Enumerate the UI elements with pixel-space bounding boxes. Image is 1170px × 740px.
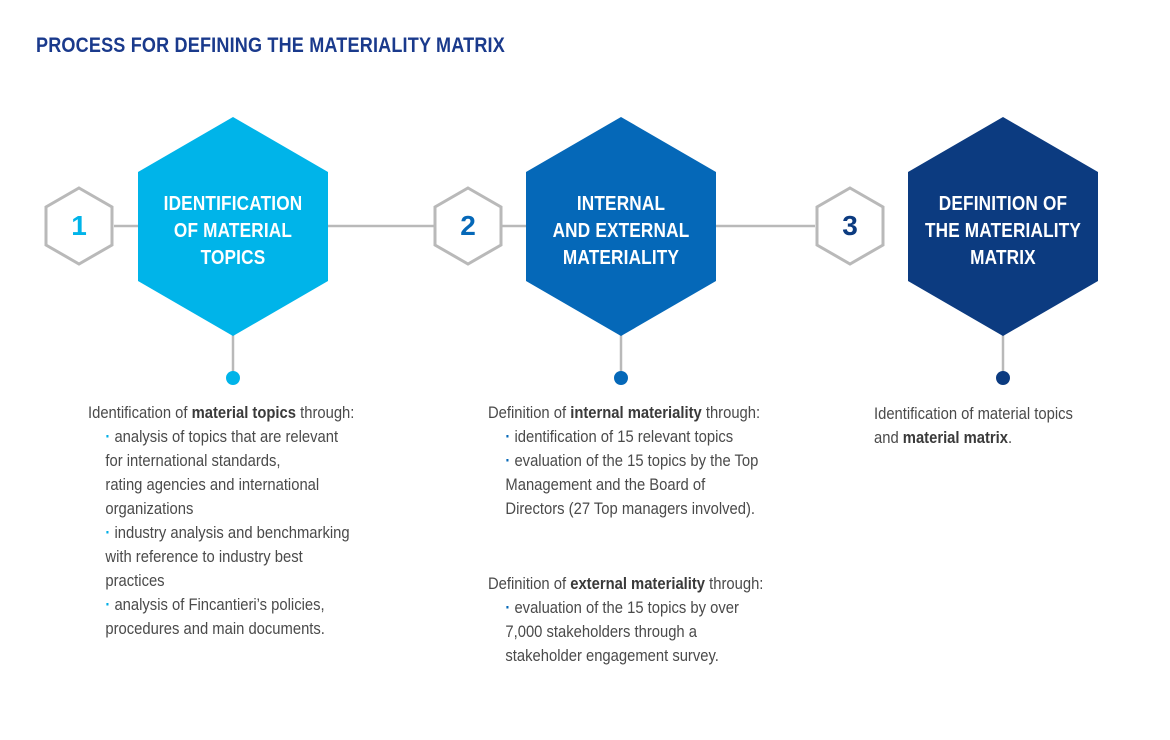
step-2-hexagon bbox=[526, 117, 716, 336]
step-2-internal-description: Definition of internal materiality throu… bbox=[488, 401, 808, 521]
step-2-external-bullet-list: · evaluation of the 15 topics by over 7,… bbox=[488, 596, 766, 668]
bullet-icon: · bbox=[105, 523, 111, 542]
list-item: · evaluation of the 15 topics by the Top… bbox=[505, 451, 759, 518]
step-1-label-line: OF MATERIAL bbox=[173, 220, 293, 242]
list-item: · identification of 15 relevant topics bbox=[505, 427, 734, 446]
step-1-bullet-list: · analysis of topics that are relevant f… bbox=[88, 425, 366, 641]
step-2-external-description: Definition of external materiality throu… bbox=[488, 572, 808, 668]
step-1-label-line: TOPICS bbox=[200, 247, 266, 269]
step-3-label-line: MATRIX bbox=[970, 247, 1036, 269]
bullet-icon: · bbox=[105, 595, 111, 614]
step-1-label-line: IDENTIFICATION bbox=[163, 193, 303, 215]
step-3-description: Identification of material topics and ma… bbox=[874, 402, 1164, 450]
step-2-internal-lead: Definition of internal materiality throu… bbox=[488, 403, 761, 422]
step-1-hexagon bbox=[138, 117, 328, 336]
step-3-hexagon bbox=[908, 117, 1098, 336]
bullet-icon: · bbox=[505, 427, 511, 446]
step-3-number-hexagon bbox=[815, 186, 885, 266]
step-1-lead: Identification of material topics throug… bbox=[88, 403, 355, 422]
step-3-line-1: Identification of material topics bbox=[874, 404, 1073, 423]
step-1-label: IDENTIFICATION OF MATERIAL TOPICS bbox=[138, 191, 328, 272]
list-item: · industry analysis and benchmarking wit… bbox=[105, 523, 350, 590]
step-3-label: DEFINITION OF THE MATERIALITY MATRIX bbox=[908, 191, 1098, 272]
step-3-dot bbox=[996, 371, 1010, 385]
list-item: · analysis of topics that are relevant f… bbox=[105, 427, 339, 518]
bullet-icon: · bbox=[505, 598, 511, 617]
step-1-number: 1 bbox=[71, 210, 87, 241]
step-1-description: Identification of material topics throug… bbox=[88, 401, 408, 641]
step-1-number-hexagon bbox=[44, 186, 114, 266]
step-3-label-line: DEFINITION OF bbox=[938, 193, 1068, 215]
step-3-line-2: and material matrix. bbox=[874, 428, 1013, 447]
step-1-dot bbox=[226, 371, 240, 385]
page-title: PROCESS FOR DEFINING THE MATERIALITY MAT… bbox=[36, 34, 505, 57]
list-item: · analysis of Fincantieri’s policies, pr… bbox=[105, 595, 325, 638]
step-3-label-line: THE MATERIALITY bbox=[924, 220, 1082, 242]
step-2-number-hexagon bbox=[433, 186, 503, 266]
list-item: · evaluation of the 15 topics by over 7,… bbox=[505, 598, 739, 665]
bullet-icon: · bbox=[505, 451, 511, 470]
step-2-external-lead: Definition of external materiality throu… bbox=[488, 574, 764, 593]
step-2-label-line: AND EXTERNAL bbox=[552, 220, 690, 242]
step-2-label: INTERNAL AND EXTERNAL MATERIALITY bbox=[526, 191, 716, 272]
step-3-number: 3 bbox=[842, 210, 858, 241]
bullet-icon: · bbox=[105, 427, 111, 446]
step-2-number: 2 bbox=[460, 210, 476, 241]
step-2-dot bbox=[614, 371, 628, 385]
step-2-label-line: MATERIALITY bbox=[562, 247, 680, 269]
step-2-label-line: INTERNAL bbox=[576, 193, 666, 215]
step-2-internal-bullet-list: · identification of 15 relevant topics ·… bbox=[488, 425, 766, 521]
